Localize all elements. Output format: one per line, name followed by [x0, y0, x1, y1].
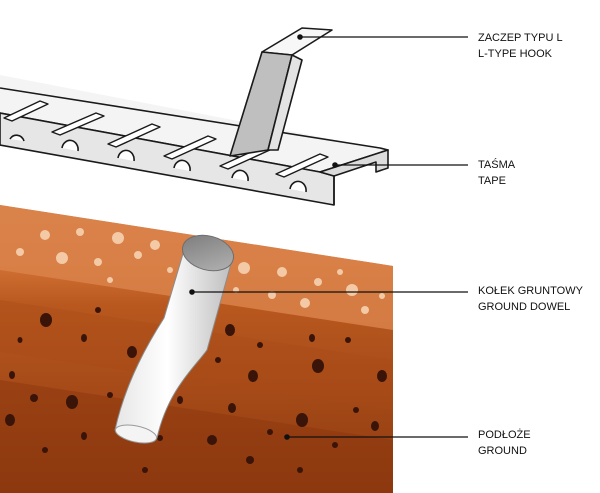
label-hook-en: L-TYPE HOOK — [478, 48, 553, 60]
tape-strip-graphic — [0, 75, 389, 206]
soil-light-specks — [16, 228, 385, 314]
ground-dowel-graphic — [114, 234, 234, 444]
label-dowel-pl: KOŁEK GRUNTOWY — [478, 285, 584, 297]
label-tape-en: TAPE — [478, 175, 506, 187]
label-ground-pl: PODŁOŻE — [478, 428, 531, 441]
soil-dark-specks — [5, 307, 387, 473]
l-type-hook-graphic — [229, 27, 333, 157]
label-hook-pl: ZACZEP TYPU L — [478, 32, 563, 44]
label-ground-en: GROUND — [478, 445, 527, 457]
callout-labels: ZACZEP TYPU L L-TYPE HOOK TAŚMA TAPE KOŁ… — [478, 32, 584, 457]
label-tape-pl: TAŚMA — [478, 158, 516, 171]
label-dowel-en: GROUND DOWEL — [478, 301, 570, 313]
leader-lines — [189, 34, 468, 440]
